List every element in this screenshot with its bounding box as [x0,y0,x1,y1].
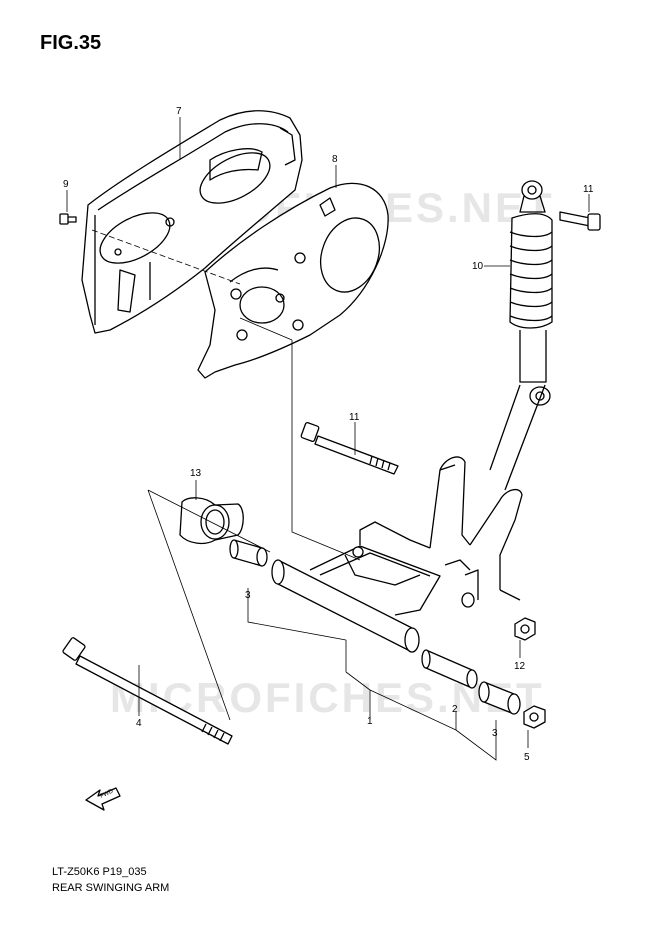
part-12-nut [514,617,536,641]
callout-11: 11 [349,412,360,423]
part-6-chain-cover [81,110,303,334]
part-7-chain-case [197,182,389,379]
callout-9: 10 [472,261,484,272]
callout-2: 2 [452,704,458,715]
callout-7: 8 [332,154,338,165]
callout-5: 5 [524,752,530,763]
part-10-bolt [559,211,601,231]
model-code: LT-Z50K6 P19_035 [52,866,147,878]
part-2-collar [421,649,478,689]
part-1-swinging-arm [271,384,546,653]
part-8-bolt [59,213,77,225]
part-11-bolt [300,422,399,475]
part-3-bushing-upper [229,539,268,567]
callout-6: 7 [176,106,182,117]
part-9-shock-absorber [509,180,553,406]
callout-4: 4 [136,718,142,729]
callout-3-upper: 3 [245,590,251,601]
callout-1: 1 [367,716,373,727]
fwd-label: FWD [99,788,115,799]
figure-title: FIG.35 [40,32,102,54]
part-3-bushing-lower [478,681,521,715]
fwd-arrow-icon [85,787,121,811]
callout-13: 13 [190,468,202,479]
part-4-pivot-shaft [62,637,233,745]
callout-12: 12 [514,661,526,672]
callout-8: 9 [63,179,69,190]
leader-lines [66,117,590,761]
figure-caption: REAR SWINGING ARM [52,882,170,894]
part-5-nut [523,705,546,729]
footer: LT-Z50K6 P19_035 REAR SWINGING ARM [52,864,169,896]
callout-10: 11 [583,184,594,195]
callout-3-lower: 3 [492,728,498,739]
part-13-sleeve [179,497,244,545]
